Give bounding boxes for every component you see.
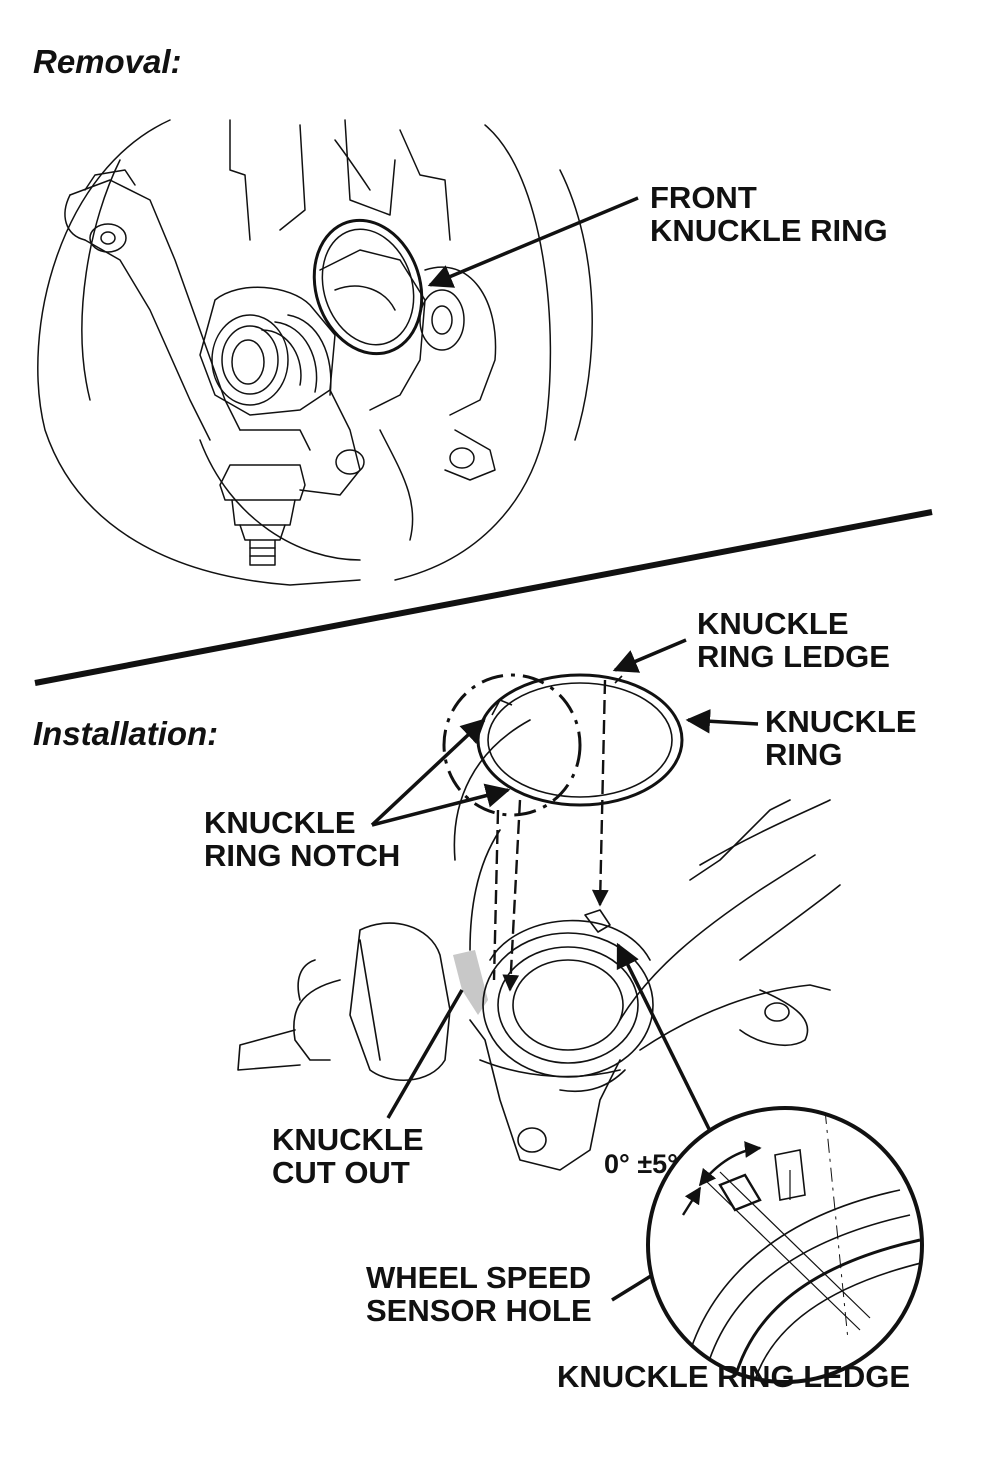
knuckle-ring-drawing <box>442 673 684 817</box>
installation-illustration <box>237 719 841 1171</box>
section-divider <box>34 509 933 686</box>
knuckle-ring-notch-label: KNUCKLE RING NOTCH <box>204 805 401 873</box>
knuckle-ring-notch-line1: KNUCKLE <box>204 805 356 840</box>
removal-leader-arrow <box>427 196 639 288</box>
knuckle-ring-ledge-top-line2: RING LEDGE <box>697 638 890 674</box>
knuckle-ring-ledge-top-line1: KNUCKLE <box>697 606 849 641</box>
front-knuckle-ring-line1: FRONT <box>650 180 757 215</box>
front-knuckle-ring-line2: KNUCKLE RING <box>650 212 888 248</box>
front-knuckle-ring-label: FRONT KNUCKLE RING <box>650 180 888 248</box>
knuckle-ring-line1: KNUCKLE <box>765 704 917 739</box>
knuckle-cut-out-line1: KNUCKLE <box>272 1122 424 1157</box>
projection-lines <box>492 679 609 992</box>
wheel-speed-sensor-hole-label: WHEEL SPEED SENSOR HOLE <box>366 1260 592 1328</box>
knuckle-cut-out-label: KNUCKLE CUT OUT <box>272 1122 424 1190</box>
installation-heading: Installation: <box>33 715 219 752</box>
knuckle-ring-notch-line2: RING NOTCH <box>204 837 401 873</box>
wheel-speed-sensor-hole-line1: WHEEL SPEED <box>366 1260 592 1295</box>
wheel-speed-sensor-hole-line2: SENSOR HOLE <box>366 1292 592 1328</box>
removal-illustration <box>37 119 593 586</box>
knuckle-ring-line2: RING <box>765 736 843 772</box>
knuckle-cut-out-line2: CUT OUT <box>272 1154 410 1190</box>
knuckle-ring-ledge-bottom-label: KNUCKLE RING LEDGE <box>557 1359 911 1394</box>
angle-tolerance-label: 0° ±5° <box>604 1149 678 1179</box>
removal-heading: Removal: <box>33 43 182 80</box>
knuckle-ring-label: KNUCKLE RING <box>765 704 917 772</box>
zoom-detail <box>646 1106 924 1384</box>
knuckle-ring-ledge-top-label: KNUCKLE RING LEDGE <box>697 606 890 674</box>
